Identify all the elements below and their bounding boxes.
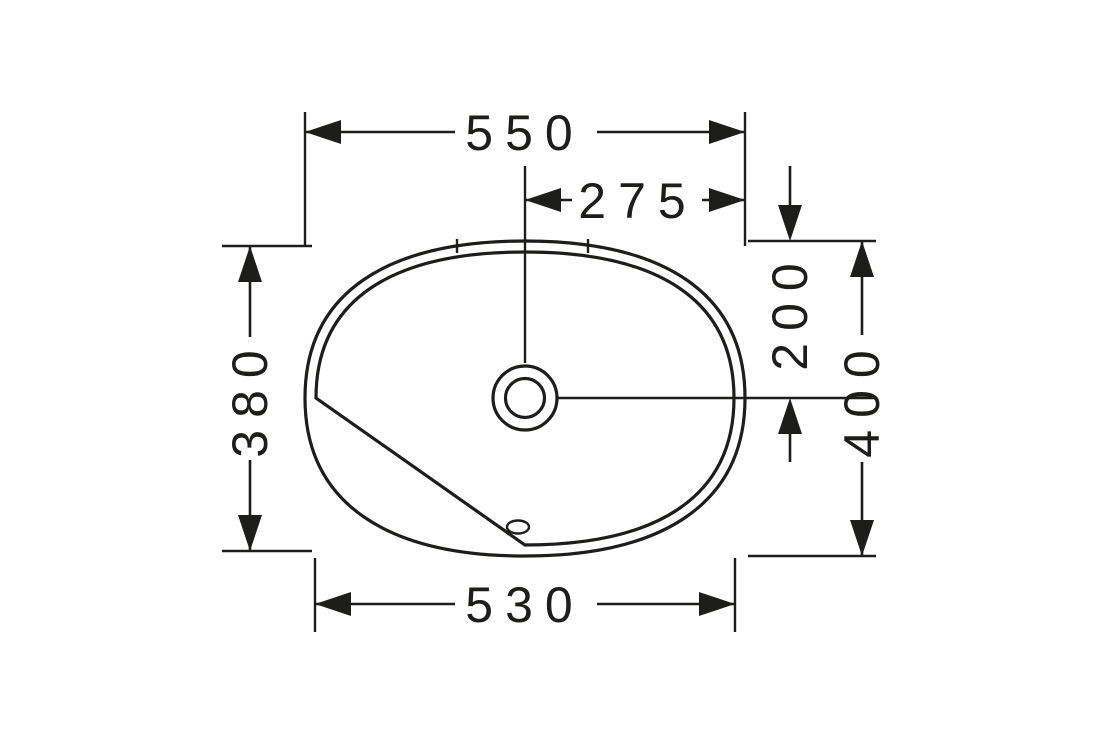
dim-label-center-to-edge: 275 bbox=[578, 173, 697, 229]
dimension-left-depth: 380 bbox=[222, 246, 278, 551]
arrowhead-right-icon bbox=[699, 592, 735, 616]
arrowhead-up-icon bbox=[778, 398, 802, 434]
arrowhead-left-icon bbox=[305, 120, 341, 144]
dimension-overall-width: 550 bbox=[305, 105, 745, 161]
dim-label-bottom-width: 530 bbox=[465, 577, 584, 633]
arrowhead-down-icon bbox=[238, 515, 262, 551]
arrowhead-left-icon bbox=[525, 188, 561, 212]
arrowhead-up-icon bbox=[850, 241, 874, 277]
arrowhead-down-icon bbox=[850, 520, 874, 556]
arrowhead-down-icon bbox=[778, 205, 802, 241]
extension-lines bbox=[222, 112, 876, 632]
overflow-hole bbox=[505, 519, 531, 535]
arrowhead-up-icon bbox=[238, 246, 262, 282]
arrowhead-right-icon bbox=[709, 120, 745, 144]
drain-group bbox=[491, 364, 559, 432]
dimension-top-to-drain: 200 bbox=[762, 166, 818, 462]
dim-label-left-depth: 380 bbox=[222, 338, 278, 457]
dim-label-overall-depth: 400 bbox=[834, 338, 890, 457]
dimension-center-to-edge: 275 bbox=[525, 173, 745, 229]
drain-inner-circle bbox=[503, 376, 547, 420]
arrowhead-left-icon bbox=[315, 592, 351, 616]
dim-label-overall-width: 550 bbox=[465, 105, 584, 161]
arrowhead-right-icon bbox=[709, 188, 745, 212]
basin-inner-rim bbox=[314, 250, 736, 547]
dimension-bottom-width: 530 bbox=[315, 577, 735, 633]
dim-label-top-to-drain: 200 bbox=[762, 251, 818, 370]
dimension-overall-depth: 400 bbox=[834, 241, 890, 556]
drain-outer-circle bbox=[491, 364, 559, 432]
